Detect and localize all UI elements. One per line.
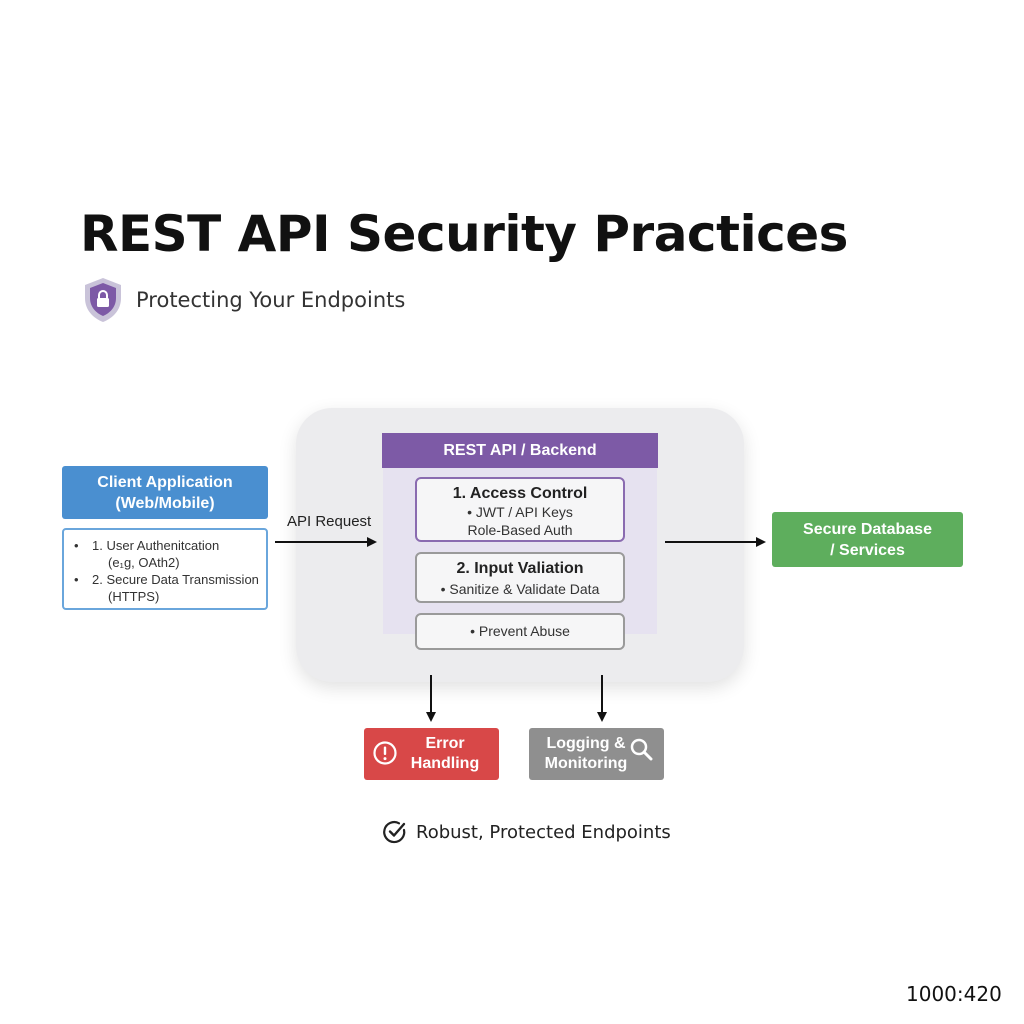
- subtitle-row: Protecting Your Endpoints: [82, 276, 405, 324]
- client-title-line1: Client Application: [97, 473, 233, 491]
- logging-line1: Logging &: [546, 735, 626, 752]
- database-line2: / Services: [830, 541, 905, 559]
- client-item: • 2. Secure Data Transmission: [74, 571, 260, 588]
- client-item: • 1. User Authenitcation: [74, 537, 260, 554]
- access-control-line2: Role-Based Auth: [467, 522, 573, 538]
- client-application-header: Client Application (Web/Mobile): [62, 466, 268, 519]
- ratio-label: 1000:420: [906, 982, 1002, 1006]
- input-validation-title: 2. Input Valiation: [456, 560, 584, 577]
- input-validation-card: 2. Input Valiation • Sanitize & Validate…: [415, 552, 625, 603]
- access-control-card: 1. Access Control • JWT / API Keys Role-…: [415, 477, 625, 542]
- error-line2: Handling: [410, 755, 480, 772]
- error-line1: Error: [425, 735, 465, 752]
- secure-database-box: Secure Database / Services: [772, 512, 963, 567]
- client-item-line2: (e₁g, OAth2): [108, 555, 180, 570]
- logging-line2: Monitoring: [544, 755, 628, 772]
- page-subtitle: Protecting Your Endpoints: [136, 288, 406, 312]
- prevent-abuse-card: • Prevent Abuse: [415, 613, 625, 650]
- logging-monitoring-box: Logging & Monitoring: [529, 728, 664, 780]
- logging-text: Logging & Monitoring: [539, 734, 633, 774]
- alert-circle-icon: [373, 741, 397, 765]
- backend-header: REST API / Backend: [382, 433, 658, 468]
- client-title-line2: (Web/Mobile): [115, 494, 215, 512]
- bullet: •: [74, 572, 79, 587]
- database-line1: Secure Database: [803, 520, 932, 538]
- input-validation-line1: • Sanitize & Validate Data: [440, 581, 600, 597]
- access-control-line1: • JWT / API Keys: [467, 504, 573, 520]
- access-control-title: 1. Access Control: [452, 485, 588, 502]
- client-item-line2: (HTTPS): [108, 589, 160, 604]
- client-item-line1: 1. User Authenitcation: [92, 538, 220, 553]
- magnifier-icon: [630, 738, 653, 761]
- error-handling-box: Error Handling: [364, 728, 499, 780]
- api-request-label: API Request: [287, 513, 372, 530]
- bullet: •: [74, 538, 79, 553]
- client-details-box: • 1. User Authenitcation (e₁g, OAth2) • …: [62, 528, 268, 610]
- prevent-abuse-line: • Prevent Abuse: [470, 623, 570, 639]
- shield-lock-icon: [85, 278, 121, 322]
- client-item-line1: 2. Secure Data Transmission: [92, 572, 259, 587]
- footer-text: Robust, Protected Endpoints: [416, 821, 671, 843]
- check-circle-icon: [383, 820, 406, 844]
- page-title: REST API Security Practices: [80, 205, 848, 263]
- footer-row: Robust, Protected Endpoints: [382, 818, 671, 846]
- error-handling-text: Error Handling: [400, 734, 490, 774]
